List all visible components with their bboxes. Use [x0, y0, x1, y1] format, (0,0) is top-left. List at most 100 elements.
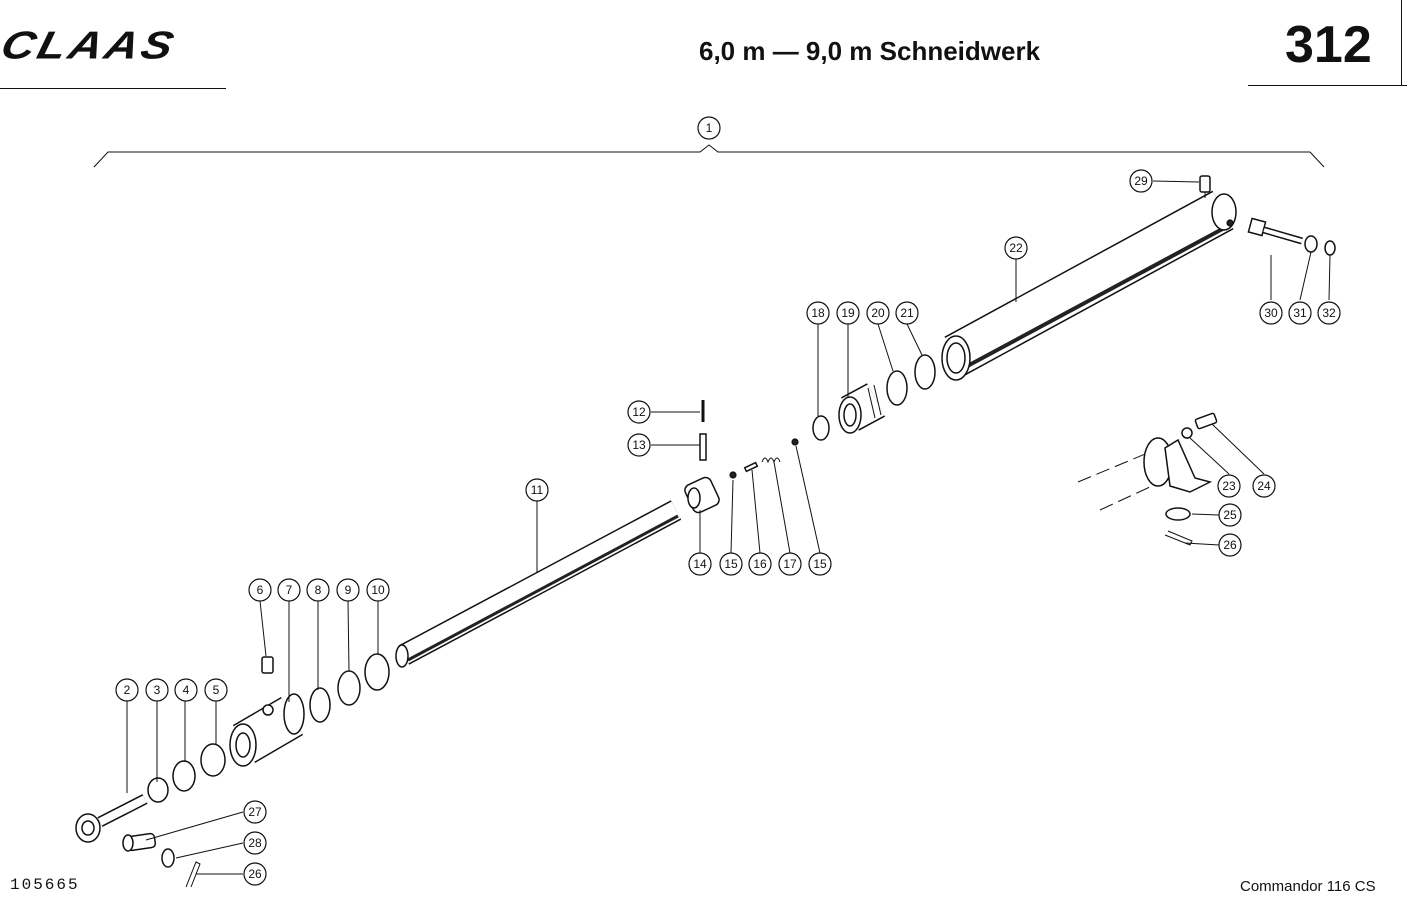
callout-16: 16 [748, 552, 772, 576]
mounting-bracket [1077, 437, 1213, 511]
svg-text:19: 19 [841, 306, 855, 320]
svg-text:32: 32 [1322, 306, 1336, 320]
callout-30: 30 [1259, 301, 1283, 325]
leader-lines [126, 180, 1331, 875]
callout-6: 6 [248, 578, 272, 602]
callout-32: 32 [1317, 301, 1341, 325]
lock-nut [1324, 240, 1336, 256]
callout-9: 9 [336, 578, 360, 602]
washer [1304, 235, 1318, 253]
svg-text:21: 21 [900, 306, 914, 320]
snap-ring [309, 687, 331, 723]
callout-17: 17 [778, 552, 802, 576]
svg-text:14: 14 [693, 557, 707, 571]
seal [337, 670, 361, 706]
svg-text:20: 20 [871, 306, 885, 320]
washer-2 [161, 848, 175, 868]
svg-text:18: 18 [811, 306, 825, 320]
piston-rod [395, 500, 682, 668]
callout-26b: 26 [243, 862, 267, 886]
callout-11: 11 [525, 478, 549, 502]
eye-bolt [75, 794, 148, 843]
guide-ring [886, 370, 908, 406]
svg-text:2: 2 [124, 683, 131, 697]
callout-31: 31 [1288, 301, 1312, 325]
svg-text:17: 17 [783, 557, 797, 571]
svg-text:23: 23 [1222, 479, 1236, 493]
seal-ring [914, 354, 936, 390]
svg-text:10: 10 [371, 583, 385, 597]
header-side-rule [1401, 0, 1402, 86]
svg-text:31: 31 [1293, 306, 1307, 320]
callout-29: 29 [1129, 169, 1153, 193]
callout-10: 10 [366, 578, 390, 602]
page-number: 312 [1285, 16, 1372, 74]
spring-pin [743, 461, 759, 473]
ball-2 [791, 438, 799, 446]
callout-14: 14 [688, 552, 712, 576]
svg-text:13: 13 [632, 438, 646, 452]
callout-8: 8 [306, 578, 330, 602]
machine-model: Commandor 116 CS [1240, 878, 1376, 895]
svg-text:7: 7 [286, 583, 293, 597]
svg-text:5: 5 [213, 683, 220, 697]
svg-text:29: 29 [1134, 174, 1148, 188]
callout-1: 1 [697, 116, 721, 140]
svg-text:26: 26 [248, 867, 262, 881]
svg-text:3: 3 [154, 683, 161, 697]
svg-text:11: 11 [531, 483, 544, 497]
hex-nut [147, 777, 169, 803]
grease-nipple-head [261, 656, 274, 674]
svg-text:28: 28 [248, 836, 262, 850]
wiper-ring [364, 653, 390, 691]
svg-text:24: 24 [1257, 479, 1271, 493]
callout-4: 4 [174, 678, 198, 702]
svg-text:25: 25 [1223, 508, 1237, 522]
cotter-pin [185, 861, 201, 888]
pin [122, 832, 157, 852]
flat-washer [1165, 507, 1191, 521]
callout-15b: 15 [808, 552, 832, 576]
callout-18: 18 [806, 301, 830, 325]
spring [761, 457, 781, 464]
callout-23: 23 [1217, 474, 1241, 498]
cylinder-head [229, 693, 305, 767]
callout-20: 20 [866, 301, 890, 325]
svg-text:26: 26 [1223, 538, 1237, 552]
page-title: 6,0 m — 9,0 m Schneidwerk [699, 36, 1041, 66]
svg-text:27: 27 [248, 805, 262, 819]
callout-7: 7 [277, 578, 301, 602]
callout-13: 13 [627, 433, 651, 457]
callout-21: 21 [895, 301, 919, 325]
bushing-2 [200, 743, 226, 777]
washer-3 [1181, 427, 1193, 439]
drawing-number: 105665 [10, 876, 80, 894]
svg-text:1: 1 [706, 121, 713, 135]
callout-19: 19 [836, 301, 860, 325]
grease-nipple [1199, 175, 1211, 198]
cylinder-tube [941, 190, 1237, 381]
dowel-pin [699, 433, 707, 461]
logo-underline [0, 88, 226, 89]
svg-text:15: 15 [724, 557, 738, 571]
svg-text:22: 22 [1009, 241, 1023, 255]
callout-12: 12 [627, 400, 651, 424]
bushing [172, 760, 196, 792]
callout-25: 25 [1218, 503, 1242, 527]
pivot-bolt [1247, 217, 1303, 245]
callout-24: 24 [1252, 474, 1276, 498]
callout-26: 26 [1218, 533, 1242, 557]
svg-text:9: 9 [345, 583, 352, 597]
ball [729, 471, 737, 479]
callout-27: 27 [243, 800, 267, 824]
callout-3: 3 [145, 678, 169, 702]
piston-head [838, 383, 886, 434]
svg-text:8: 8 [315, 583, 322, 597]
svg-text:30: 30 [1264, 306, 1278, 320]
svg-text:12: 12 [632, 405, 646, 419]
callout-2: 2 [115, 678, 139, 702]
callout-22: 22 [1004, 236, 1028, 260]
svg-text:6: 6 [257, 583, 264, 597]
svg-text:4: 4 [183, 683, 190, 697]
